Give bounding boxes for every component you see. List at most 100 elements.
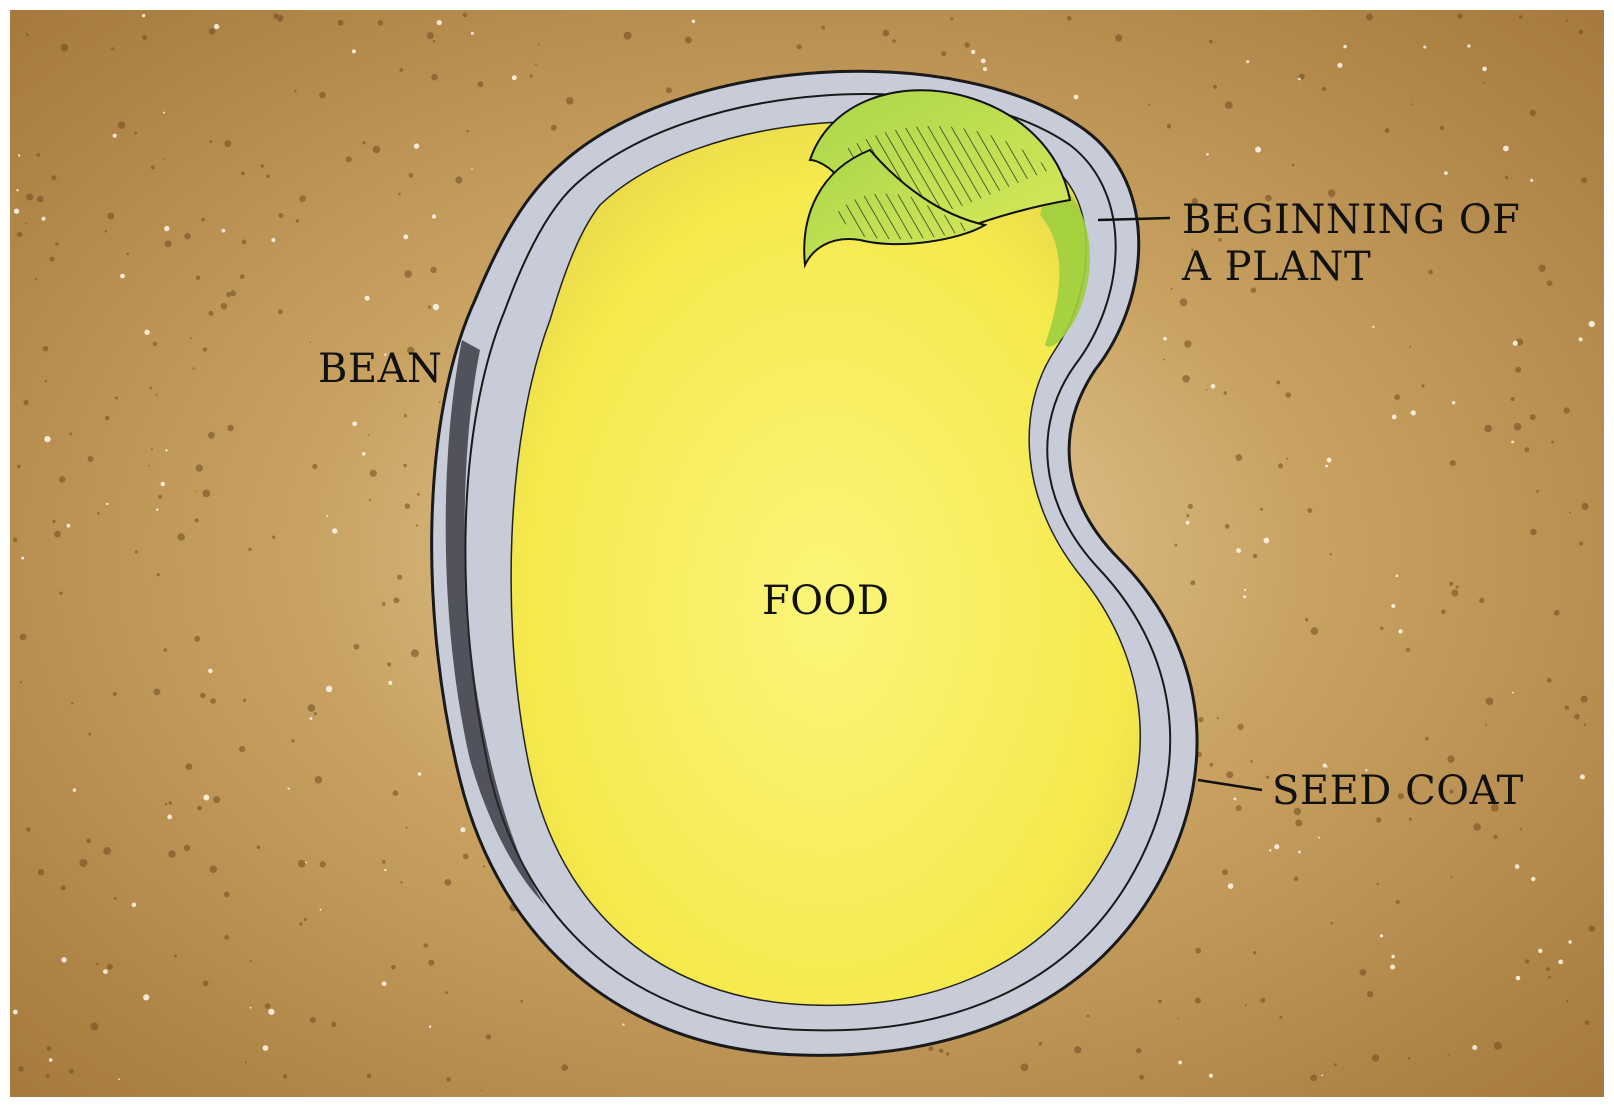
soil-speck: [114, 897, 117, 900]
soil-speck: [178, 533, 185, 540]
soil-speck: [1579, 30, 1584, 35]
soil-speck: [299, 922, 302, 925]
soil-speck: [1530, 414, 1536, 420]
soil-speck: [530, 75, 533, 78]
soil-speck: [1447, 756, 1454, 763]
soil-speck: [1409, 346, 1411, 348]
soil-light-speck: [1568, 940, 1571, 943]
soil-light-speck: [1211, 384, 1216, 389]
soil-speck: [1180, 298, 1188, 306]
soil-speck: [151, 165, 155, 169]
label-plant-line1: BEGINNING OF: [1182, 197, 1520, 243]
soil-speck: [69, 433, 72, 436]
soil-speck: [520, 1000, 523, 1003]
soil-light-speck: [165, 449, 167, 451]
soil-speck: [463, 854, 469, 860]
soil-speck: [1411, 103, 1413, 105]
soil-speck: [1494, 1042, 1502, 1050]
soil-speck: [1525, 959, 1529, 963]
soil-speck: [666, 87, 672, 93]
soil-speck: [241, 172, 245, 176]
soil-speck: [283, 1074, 287, 1078]
soil-speck: [929, 1046, 934, 1051]
soil-speck: [261, 164, 265, 168]
soil-speck: [105, 230, 108, 233]
soil-light-speck: [1186, 521, 1190, 525]
soil-light-speck: [414, 143, 419, 148]
soil-light-speck: [1398, 629, 1402, 633]
soil-speck: [1484, 425, 1492, 433]
soil-light-speck: [268, 1009, 274, 1015]
soil-speck: [1538, 265, 1545, 272]
soil-speck: [1385, 128, 1390, 133]
soil-speck: [190, 337, 192, 339]
soil-light-speck: [310, 717, 313, 720]
soil-light-speck: [1482, 67, 1487, 72]
soil-speck: [1547, 678, 1552, 683]
soil-speck: [416, 525, 418, 527]
soil-speck: [97, 512, 100, 515]
soil-speck: [428, 960, 434, 966]
soil-speck: [1225, 101, 1233, 109]
soil-speck: [107, 213, 114, 220]
soil-light-speck: [471, 32, 474, 35]
soil-light-speck: [365, 296, 370, 301]
soil-speck: [1525, 447, 1530, 452]
soil-speck: [430, 267, 436, 273]
soil-speck: [45, 380, 48, 383]
soil-speck: [107, 964, 113, 970]
soil-speck: [946, 1052, 949, 1055]
soil-speck: [196, 464, 203, 471]
soil-speck: [1589, 926, 1595, 932]
soil-speck: [296, 219, 299, 222]
soil-light-speck: [1392, 415, 1397, 420]
soil-speck: [135, 550, 138, 553]
soil-speck: [1222, 869, 1228, 875]
soil-speck: [1260, 508, 1263, 511]
soil-speck: [378, 20, 384, 26]
soil-light-speck: [1511, 441, 1514, 444]
soil-light-speck: [1513, 341, 1518, 346]
soil-speck: [250, 960, 252, 962]
soil-speck: [163, 648, 167, 652]
soil-speck: [49, 257, 54, 262]
soil-speck: [1360, 969, 1367, 976]
soil-speck: [208, 432, 215, 439]
soil-light-speck: [1444, 171, 1448, 175]
soil-speck: [1479, 598, 1484, 603]
soil-speck: [1380, 627, 1383, 630]
soil-speck: [310, 1017, 316, 1023]
soil-speck: [51, 175, 56, 180]
soil-speck: [69, 1069, 74, 1074]
soil-speck: [1514, 423, 1522, 431]
soil-speck: [1547, 280, 1553, 286]
soil-light-speck: [403, 234, 408, 239]
soil-speck: [1250, 760, 1253, 763]
soil-speck: [566, 97, 574, 105]
soil-light-speck: [1589, 321, 1595, 327]
soil-light-speck: [1503, 146, 1509, 152]
soil-speck: [163, 158, 165, 160]
soil-speck: [433, 40, 436, 43]
soil-light-speck: [156, 509, 158, 511]
soil-light-speck: [1163, 337, 1167, 341]
soil-speck: [1367, 991, 1373, 997]
soil-speck: [1328, 189, 1336, 197]
soil-speck: [272, 536, 275, 539]
soil-light-speck: [44, 436, 50, 442]
soil-speck: [400, 881, 402, 883]
soil-speck: [1406, 648, 1410, 652]
soil-light-speck: [1538, 949, 1542, 953]
soil-speck: [1279, 1016, 1282, 1019]
soil-light-speck: [1298, 851, 1301, 854]
soil-speck: [1486, 697, 1494, 705]
soil-speck: [55, 242, 58, 245]
soil-light-speck: [512, 75, 517, 80]
soil-speck: [134, 132, 137, 135]
soil-speck: [1546, 967, 1550, 971]
soil-speck: [88, 733, 91, 736]
soil-speck: [1307, 508, 1312, 513]
soil-light-speck: [305, 862, 307, 864]
soil-light-speck: [352, 421, 357, 426]
